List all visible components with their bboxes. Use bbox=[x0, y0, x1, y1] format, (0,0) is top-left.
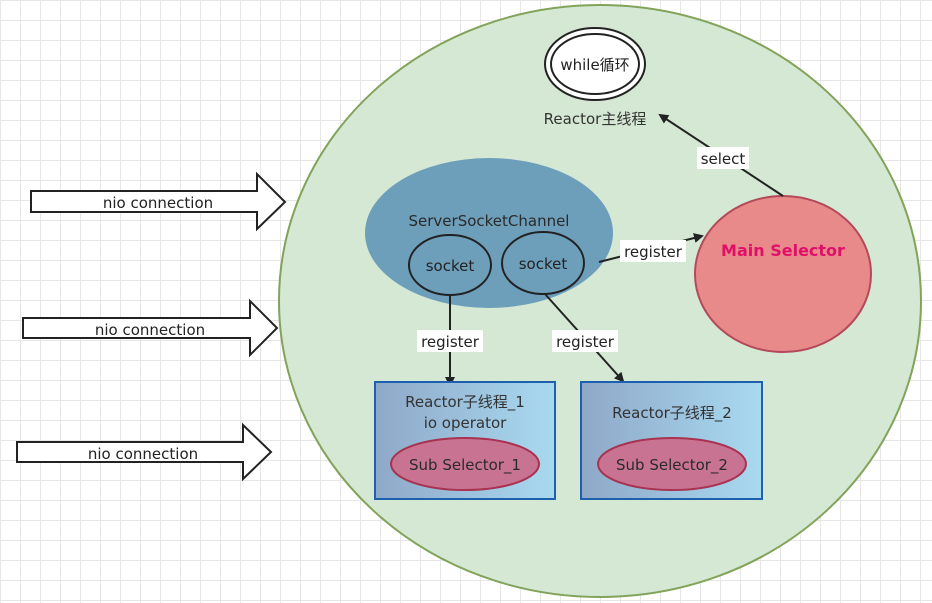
main-selector bbox=[694, 195, 872, 353]
sub-selector-label-1: Sub Selector_1 bbox=[409, 456, 521, 475]
register-sub1-label-box: register bbox=[417, 330, 483, 352]
while-loop-node: while循环 bbox=[544, 27, 646, 101]
nio-connection-label-1: nio connection bbox=[103, 194, 213, 212]
nio-connection-label-3: nio connection bbox=[88, 445, 198, 463]
register-main-label-box: register bbox=[620, 240, 686, 262]
select-edge-label: select bbox=[701, 150, 746, 168]
register-sub1-label: register bbox=[421, 333, 480, 351]
sub-reactor-subtitle-1: io operator bbox=[424, 414, 507, 432]
nio-connection-arrow-1: nio connection bbox=[30, 171, 287, 232]
server-socket-channel bbox=[365, 158, 613, 308]
nio-connection-arrow-3: nio connection bbox=[16, 422, 273, 482]
socket-label-2: socket bbox=[519, 255, 568, 273]
socket-node-1 bbox=[408, 234, 492, 296]
reactor-main-title: Reactor主线程 bbox=[544, 110, 647, 128]
select-edge-label-box: select bbox=[697, 147, 749, 169]
nio-connection-label-2: nio connection bbox=[95, 321, 205, 339]
sub-selector-1 bbox=[390, 437, 540, 491]
main-selector-label: Main Selector bbox=[721, 241, 845, 260]
register-sub2-label: register bbox=[556, 333, 615, 351]
sub-selector-label-2: Sub Selector_2 bbox=[616, 456, 728, 475]
sub-reactor-title-2: Reactor子线程_2 bbox=[612, 404, 732, 423]
sub-reactor-title-1: Reactor子线程_1 bbox=[405, 393, 525, 412]
server-socket-channel-label: ServerSocketChannel bbox=[409, 212, 570, 230]
while-loop-label: while循环 bbox=[560, 56, 629, 74]
socket-label-1: socket bbox=[426, 257, 475, 275]
nio-connection-arrow-2: nio connection bbox=[22, 298, 279, 358]
register-main-label: register bbox=[624, 243, 683, 261]
sub-selector-2 bbox=[597, 437, 747, 491]
socket-node-2 bbox=[501, 231, 585, 295]
register-sub2-label-box: register bbox=[552, 330, 618, 352]
